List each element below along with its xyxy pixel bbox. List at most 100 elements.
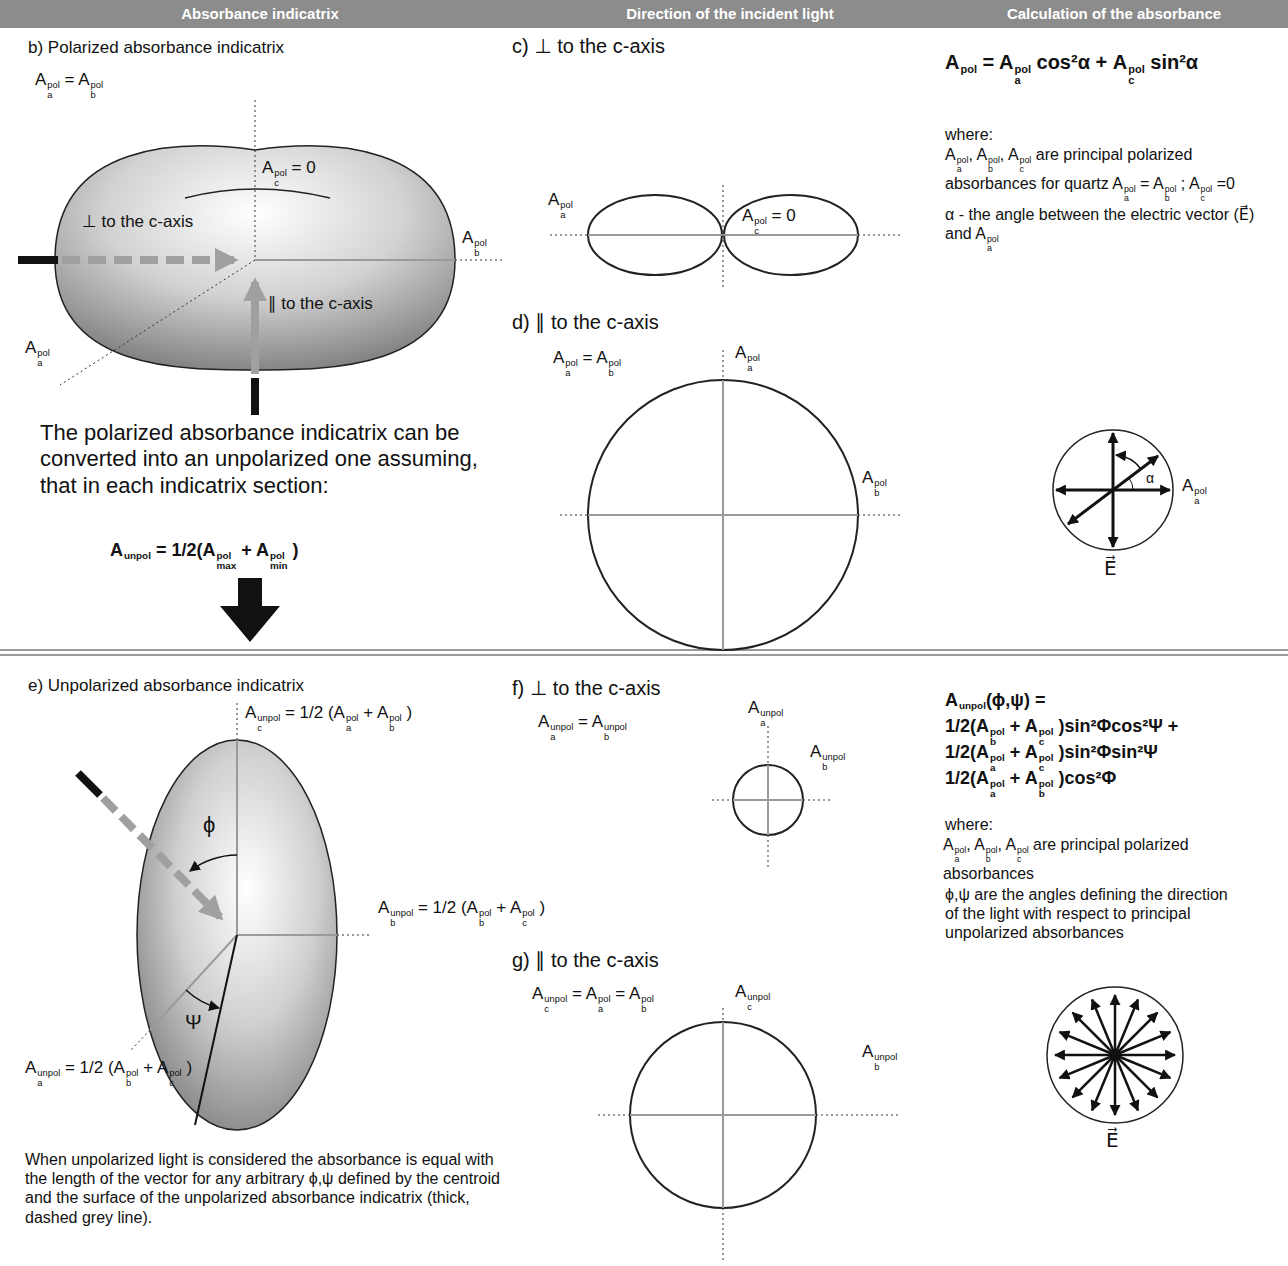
note-text: Apola, Apolb, Apolc are principal polari… bbox=[943, 835, 1283, 883]
axis-label: Aunpola bbox=[748, 698, 783, 728]
indicatrix-dimple bbox=[185, 189, 330, 198]
axis-line bbox=[598, 1115, 630, 1116]
c-axis bbox=[255, 100, 256, 258]
angle-label: ϕ bbox=[203, 812, 215, 838]
vector-arrow bbox=[1092, 1000, 1115, 1055]
rotation-arrow bbox=[1116, 455, 1141, 469]
axis-line bbox=[130, 1030, 150, 1051]
vector-starburst bbox=[1055, 995, 1175, 1115]
light-beam bbox=[251, 378, 259, 415]
axis-line bbox=[858, 235, 900, 236]
light-beam bbox=[78, 773, 100, 795]
vector-arrow bbox=[1068, 456, 1158, 524]
axis-line bbox=[733, 799, 803, 801]
heading-text: Calculation of the absorbance bbox=[940, 0, 1288, 28]
note-text: When unpolarized light is considered the… bbox=[25, 1150, 505, 1227]
axis-label: Aunpolb bbox=[810, 742, 845, 772]
vector-arrow bbox=[1060, 1055, 1115, 1078]
note-text: where: bbox=[945, 125, 993, 144]
conversion-arrow bbox=[220, 578, 280, 642]
axis-line bbox=[630, 1114, 816, 1116]
b-axis bbox=[255, 259, 455, 261]
header-band bbox=[0, 0, 1288, 28]
axis-line bbox=[803, 800, 830, 801]
angle-label: α bbox=[1146, 470, 1154, 487]
axis-label: Aunpolc = Apola = Apolb bbox=[532, 984, 654, 1014]
heading-text: Absorbance indicatrix bbox=[0, 0, 520, 28]
note-text: ϕ,ψ are the angles defining the directio… bbox=[945, 885, 1245, 943]
column-heading: Absorbance indicatrix bbox=[0, 0, 520, 28]
vector-arrow bbox=[1115, 1032, 1170, 1055]
formula: Apol = Apola cos²α + Apolc sin²α bbox=[945, 50, 1198, 86]
section-circle bbox=[588, 380, 858, 650]
unpolarized-indicatrix bbox=[137, 740, 337, 1130]
panel-title: b) Polarized absorbance indicatrix bbox=[28, 38, 284, 58]
vector-arrow bbox=[1114, 1055, 1117, 1115]
section-separator bbox=[0, 654, 1288, 656]
vector-arrow bbox=[1073, 1055, 1115, 1097]
beam-label: ∥ to the c-axis bbox=[268, 294, 373, 314]
angle-label: Ψ bbox=[185, 1010, 202, 1034]
vector-arrow bbox=[1115, 1055, 1157, 1097]
axis-label: Apolc = 0 bbox=[262, 158, 316, 188]
psi-arrow bbox=[186, 990, 219, 1008]
note-text: The polarized absorbance indicatrix can … bbox=[40, 420, 480, 499]
axis-line bbox=[560, 515, 588, 516]
axis-line bbox=[723, 185, 724, 290]
axis-label: Apola bbox=[25, 338, 50, 368]
axis-line bbox=[768, 835, 769, 870]
section-circle bbox=[733, 765, 803, 835]
axis-label: Aunpola = Aunpolb bbox=[538, 712, 627, 742]
column-heading: Direction of the incident light bbox=[520, 0, 940, 28]
light-beam bbox=[251, 282, 259, 374]
light-beam bbox=[62, 256, 234, 264]
axis-label: Apola = Apolb bbox=[553, 348, 621, 378]
note-text: where: bbox=[945, 815, 993, 834]
axis-label: Aunpolc bbox=[735, 982, 770, 1012]
axis-line bbox=[237, 700, 238, 740]
heading-text: Direction of the incident light bbox=[520, 0, 940, 28]
axis-line bbox=[588, 514, 858, 516]
angle-arc bbox=[1129, 478, 1133, 490]
formula: Aunpol = 1/2(Apolmax + Apolmin ) bbox=[110, 540, 299, 571]
formula: 1/2(Apola + Apolb )cos²Φ bbox=[945, 768, 1116, 799]
axis-label: Aunpolb bbox=[862, 1042, 897, 1072]
panel-title: d) ∥ to the c-axis bbox=[512, 310, 659, 334]
axis-line bbox=[550, 235, 588, 236]
note-text: α - the angle between the electric vecto… bbox=[945, 205, 1280, 253]
a-axis bbox=[60, 260, 255, 385]
vector-label: E⃗ bbox=[1104, 556, 1117, 580]
light-beam bbox=[18, 256, 58, 264]
axis-label: Apolb bbox=[862, 468, 887, 498]
axis-line bbox=[712, 800, 733, 801]
axis-label: Apola bbox=[548, 190, 573, 220]
unpolarized-circle bbox=[1047, 987, 1183, 1123]
axis-line bbox=[237, 934, 337, 936]
vector-label: E⃗ bbox=[1106, 1128, 1119, 1152]
vector-arrow bbox=[1073, 1013, 1115, 1055]
axis-line bbox=[236, 740, 238, 935]
vector-arrow bbox=[1055, 1054, 1115, 1057]
b-axis bbox=[455, 260, 505, 261]
beam-label: ⊥ to the c-axis bbox=[82, 212, 193, 232]
column-heading: Calculation of the absorbance bbox=[940, 0, 1288, 28]
axis-label: Apolc = 0 bbox=[742, 206, 796, 236]
note-text: Apola, Apolb, Apolc are principal polari… bbox=[945, 145, 1235, 202]
light-beam bbox=[103, 798, 220, 917]
panel-title: f) ⊥ to the c-axis bbox=[512, 676, 661, 700]
axis-label: Apolb bbox=[462, 228, 487, 258]
vector-arrow bbox=[1115, 1054, 1175, 1057]
vector-arrow bbox=[1114, 995, 1117, 1055]
section-separator bbox=[0, 649, 1288, 651]
polarizer-circle bbox=[1053, 430, 1173, 550]
axis-line bbox=[723, 1008, 724, 1022]
axis-label: Aunpola = 1/2 (Apolb + Apolc ) bbox=[25, 1058, 210, 1088]
axis-line bbox=[858, 515, 900, 516]
axis-line bbox=[723, 1208, 724, 1262]
axis-line bbox=[768, 726, 769, 765]
panel-title: e) Unpolarized absorbance indicatrix bbox=[28, 676, 304, 696]
phi-arrow bbox=[190, 855, 237, 871]
axis-label: Apola = Apolb bbox=[35, 70, 103, 100]
panel-title: g) ∥ to the c-axis bbox=[512, 948, 659, 972]
